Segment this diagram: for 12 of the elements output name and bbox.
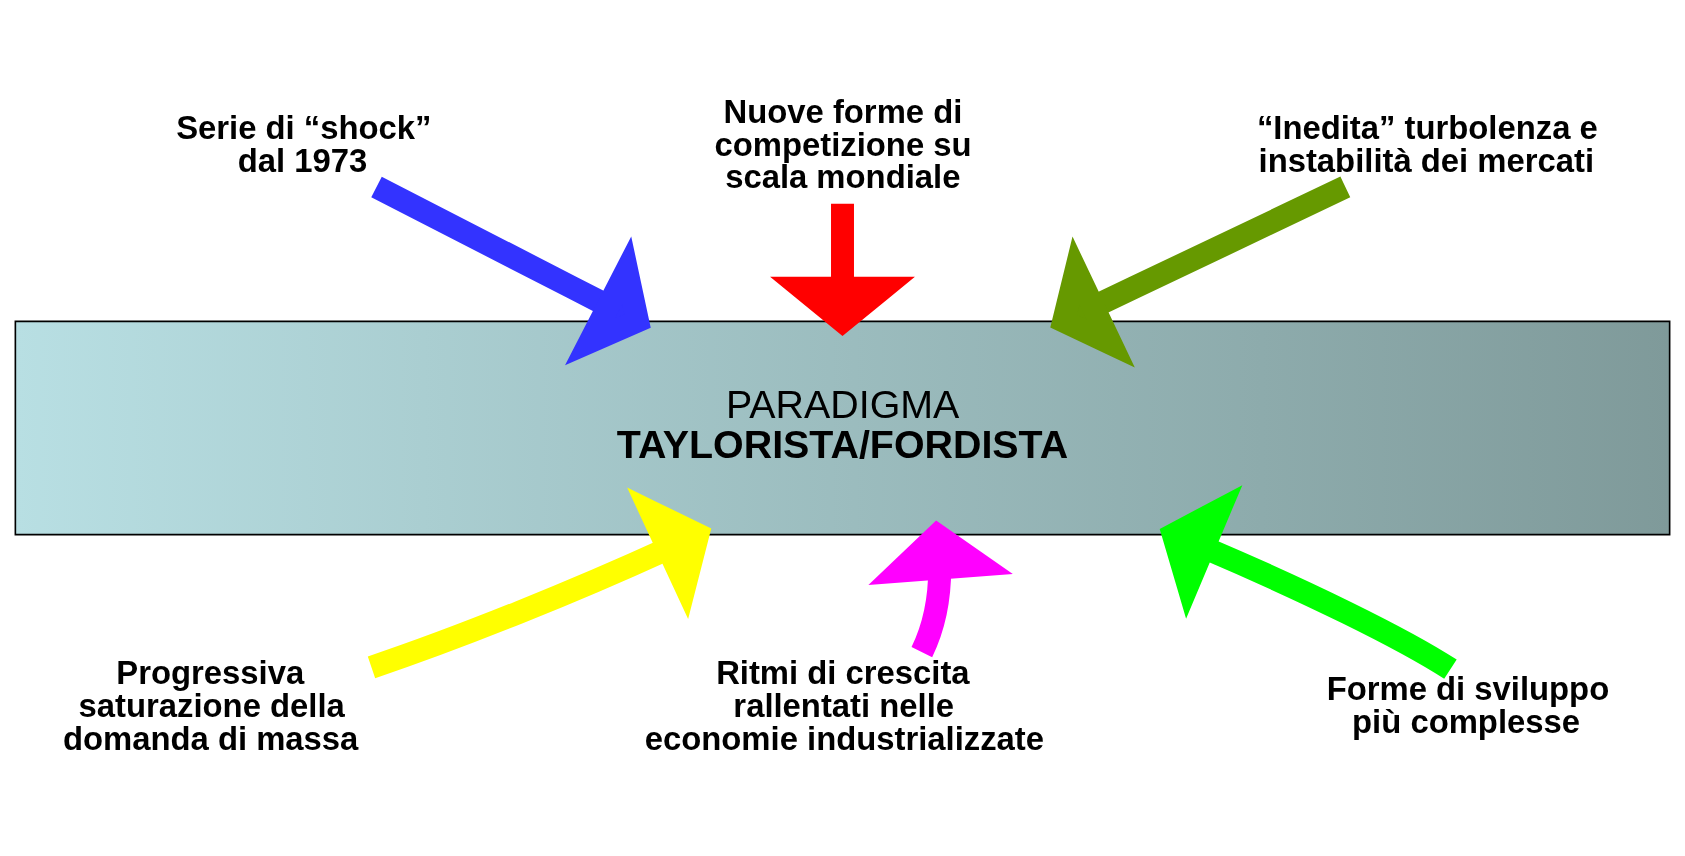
node-text: Progressiva saturazione della domanda di massa	[62, 654, 359, 757]
node-text: Ritmi di crescita rallentati nelle economie industrializzate	[644, 654, 1045, 757]
node-text: Forme di sviluppo più complesse	[1326, 670, 1610, 741]
node-text: Nuove forme di competizione su scala mondiale	[714, 92, 972, 196]
arrow	[1159, 485, 1457, 679]
node-text: Serie di “shock” dal 1973	[176, 109, 432, 179]
arrow	[371, 176, 651, 366]
arrow	[770, 203, 915, 336]
arrow	[367, 487, 712, 679]
node-box: PARADIGMA TAYLORISTA/FORDISTA	[14, 320, 1671, 536]
arrow	[1050, 176, 1351, 368]
node-text: “Inedita” turbolenza e instabilità dei mercati	[1256, 109, 1598, 179]
